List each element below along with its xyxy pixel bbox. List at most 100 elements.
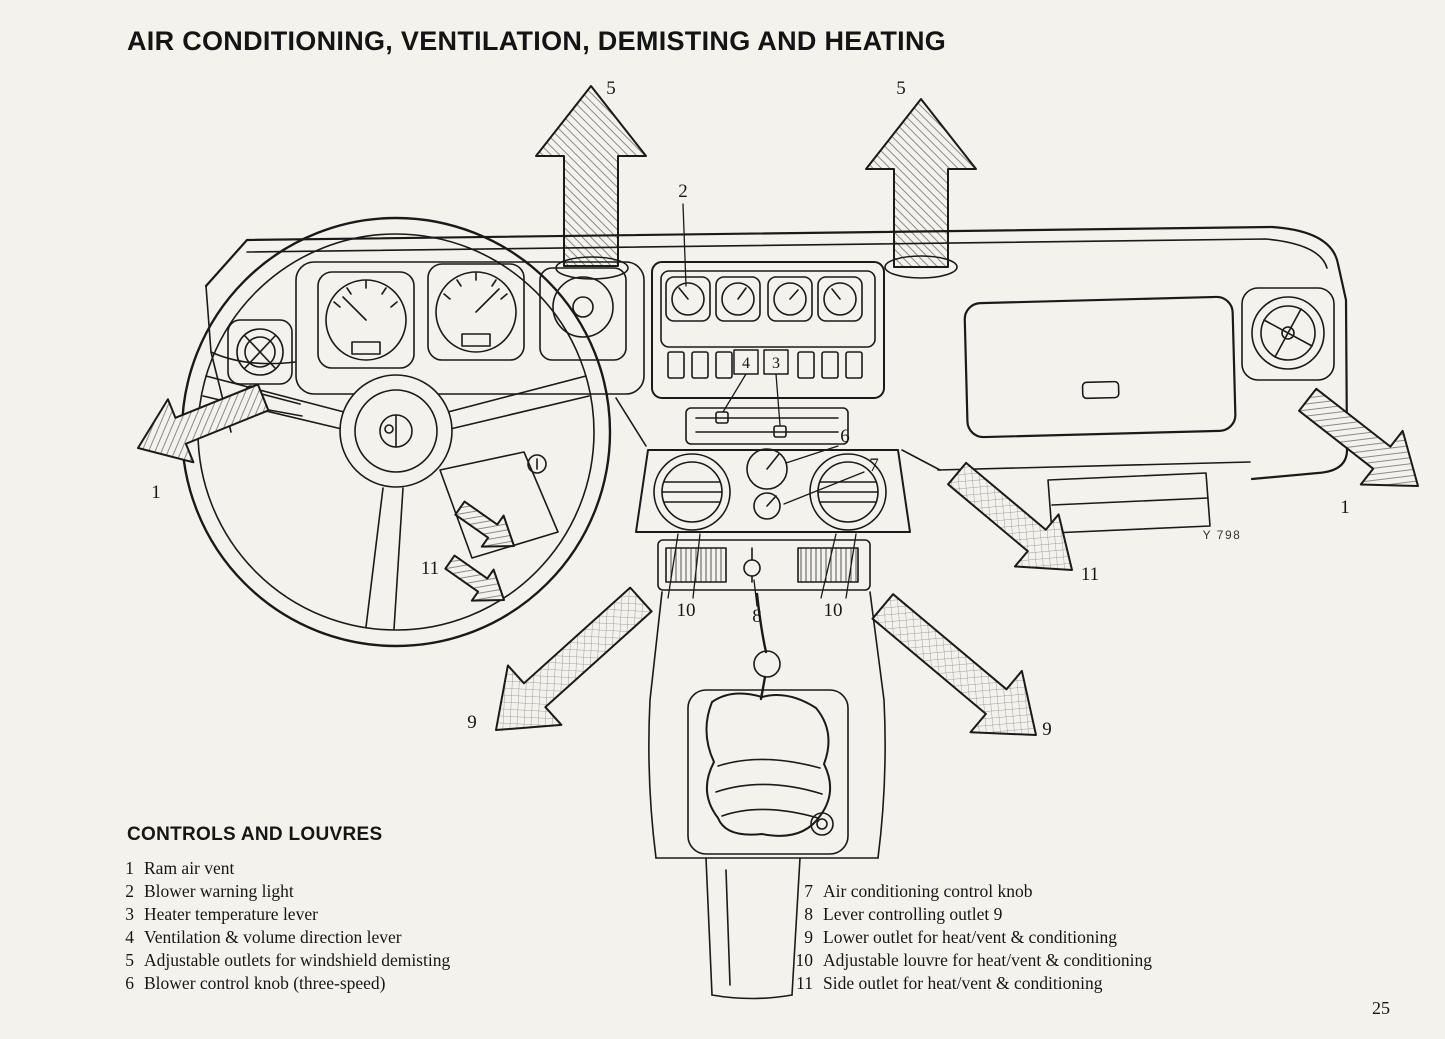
rocker-switch xyxy=(691,351,709,379)
legend-item-number: 3 xyxy=(125,904,134,924)
gear-lever-knob xyxy=(753,650,781,678)
gearbox-plate xyxy=(687,689,849,855)
grille-panel xyxy=(657,539,871,591)
side-vent-right-outer xyxy=(1251,296,1325,370)
side-vent-right-hub xyxy=(1281,326,1295,340)
ram-air-vent-blades xyxy=(244,335,276,369)
legend-item-label: Adjustable louvre for heat/vent & condit… xyxy=(823,950,1153,970)
center-console-panel xyxy=(651,261,885,399)
legend-item-number: 11 xyxy=(796,973,813,993)
steering-column-shroud xyxy=(439,451,559,559)
console-button-inner xyxy=(816,818,828,830)
callout-10-left: 10 xyxy=(677,600,696,621)
legend-item: 9 Lower outlet for heat/vent & condition… xyxy=(793,926,1152,949)
temperature-lever-knob xyxy=(773,425,787,438)
parcel-shelf-line xyxy=(937,461,1251,471)
tunnel-lower-right xyxy=(791,857,801,996)
leader-6 xyxy=(785,445,839,464)
side-outlet-arrow-right xyxy=(947,461,1073,571)
tachometer-needle xyxy=(475,288,500,313)
aux-gauge-center xyxy=(572,296,594,318)
glovebox-handle xyxy=(1081,380,1120,400)
legend-item-label: Blower control knob (three-speed) xyxy=(144,973,386,993)
legend-item-label: Lever controlling outlet 9 xyxy=(823,904,1003,924)
demist-outlet-right xyxy=(884,255,958,279)
adjustable-louvre-right-outer xyxy=(809,453,887,531)
blower-warning-light xyxy=(671,282,705,316)
legend-item: 10 Adjustable louvre for heat/vent & con… xyxy=(793,949,1153,972)
legend-item: 3 Heater temperature lever xyxy=(120,903,450,926)
dash-top-edge xyxy=(204,225,1349,481)
gear-boot xyxy=(705,692,831,837)
callout-8: 8 xyxy=(752,606,762,627)
adjustable-louvre-left-outer xyxy=(653,453,731,531)
louvre-left-slats xyxy=(661,481,723,503)
under-dash-shelf xyxy=(1047,472,1211,534)
legend-item: 6 Blower control knob (three-speed) xyxy=(120,972,450,995)
center-panel-housing xyxy=(651,261,885,399)
callout-labels: 5 5 2 4 3 1 1 6 7 8 9 9 10 10 11 11 Y 79… xyxy=(151,78,1350,740)
legend-item-number: 5 xyxy=(125,950,134,970)
legend-item-label: Ventilation & volume direction lever xyxy=(144,927,402,947)
dash-left-end xyxy=(205,285,296,365)
side-outlet-arrow-small-2 xyxy=(444,554,505,602)
callout-5-left: 5 xyxy=(606,78,616,99)
legend-item-number: 10 xyxy=(795,950,814,970)
legend-item: 4 Ventilation & volume direction lever xyxy=(120,926,450,949)
small-gauge-2 xyxy=(773,282,807,316)
figure-code: Y 798 xyxy=(1203,528,1242,542)
leader-10-right xyxy=(820,533,857,599)
leader-2 xyxy=(682,203,687,287)
tunnel-lower-left xyxy=(705,857,713,996)
aux-gauge-dial xyxy=(552,276,614,338)
callout-10-right: 10 xyxy=(824,600,843,621)
small-gauge-2-bezel xyxy=(767,276,813,322)
legend-item: 8 Lever controlling outlet 9 xyxy=(793,903,1152,926)
callout-9-left: 9 xyxy=(467,712,477,733)
lower-outlet-panel xyxy=(657,539,871,591)
callout-leaders xyxy=(667,203,865,607)
page-number: 25 xyxy=(1372,998,1390,1018)
speedometer-bezel xyxy=(317,271,415,369)
callout-4: 4 xyxy=(742,355,750,372)
ram-air-vent-housing xyxy=(227,319,293,385)
lower-outlet-arrow-left xyxy=(495,586,653,731)
speedometer-ticks xyxy=(333,280,398,308)
legend-item: 11 Side outlet for heat/vent & condition… xyxy=(793,972,1152,995)
airflow-arrows xyxy=(137,383,1419,736)
rocker-switch xyxy=(845,351,863,379)
small-gauge-2-needle xyxy=(789,289,799,300)
dash-inner-edge xyxy=(246,238,1328,269)
outlet-lever-knob xyxy=(743,559,761,577)
callout-7: 7 xyxy=(869,455,879,476)
legend-item: 1 Ram air vent xyxy=(120,857,450,880)
leader-7 xyxy=(783,471,865,505)
binnacle-housing xyxy=(295,261,645,395)
small-gauge-1-bezel xyxy=(715,276,761,322)
glovebox-lid xyxy=(963,295,1237,439)
steering-assembly xyxy=(180,216,612,648)
blower-knob-pointer xyxy=(766,453,780,470)
dash-center-flare-right xyxy=(901,449,941,471)
blower-control-knob xyxy=(746,448,788,490)
legend-item: 5 Adjustable outlets for windshield demi… xyxy=(120,949,450,972)
callout-5-right: 5 xyxy=(896,78,906,99)
page-title: AIR CONDITIONING, VENTILATION, DEMISTING… xyxy=(127,26,947,56)
ventilation-lever-knob xyxy=(715,411,729,424)
tachometer-ticks xyxy=(443,272,508,300)
rocker-switch xyxy=(821,351,839,379)
legend-item-number: 8 xyxy=(804,904,813,924)
ac-control-knob xyxy=(753,492,781,520)
leader-8 xyxy=(753,579,758,607)
rocker-switch xyxy=(715,351,733,379)
side-outlet-arrow-small-1 xyxy=(454,500,515,548)
small-gauge-3-bezel xyxy=(817,276,863,322)
leader-10-left xyxy=(667,533,701,599)
legend-item-number: 7 xyxy=(804,881,813,901)
demist-arrows xyxy=(535,85,977,268)
dash-center-flare-left xyxy=(615,397,647,447)
center-console xyxy=(648,591,886,1000)
callout-1-right: 1 xyxy=(1340,497,1350,518)
callout-1-left: 1 xyxy=(151,482,161,503)
legend-item-label: Heater temperature lever xyxy=(144,904,318,924)
